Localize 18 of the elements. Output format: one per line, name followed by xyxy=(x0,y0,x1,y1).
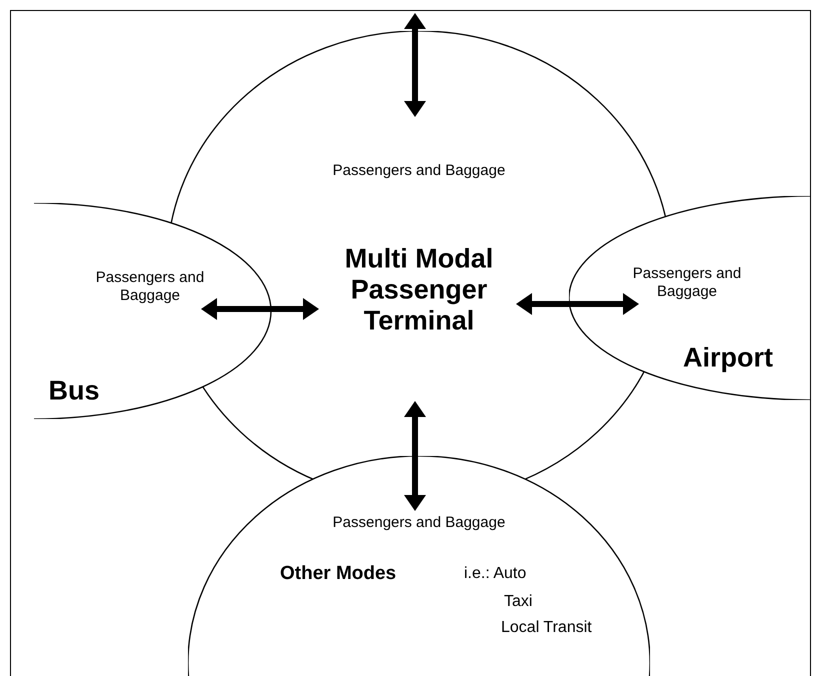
node-label: Taxi xyxy=(504,592,532,612)
edge-label: Passengers and Baggage xyxy=(332,162,506,180)
ellipse-region xyxy=(569,196,810,400)
node-label: Local Transit xyxy=(501,618,592,638)
double-arrow xyxy=(404,401,426,511)
ellipse-region xyxy=(34,203,272,419)
edge-label: Passengers and Baggage xyxy=(632,265,742,301)
node-label: i.e.: Auto xyxy=(464,564,526,584)
edge-label: Passengers and Baggage xyxy=(332,514,506,532)
double-arrow xyxy=(404,13,426,117)
double-arrow xyxy=(516,293,639,315)
node-label: Airport xyxy=(683,342,773,374)
node-label: Bus xyxy=(48,375,100,407)
ellipse-region xyxy=(188,456,650,676)
double-arrow xyxy=(201,298,319,320)
edge-label: Passengers and Baggage xyxy=(94,269,206,305)
node-label: Other Modes xyxy=(280,563,396,585)
node-label: Multi Modal Passenger Terminal xyxy=(344,243,494,337)
